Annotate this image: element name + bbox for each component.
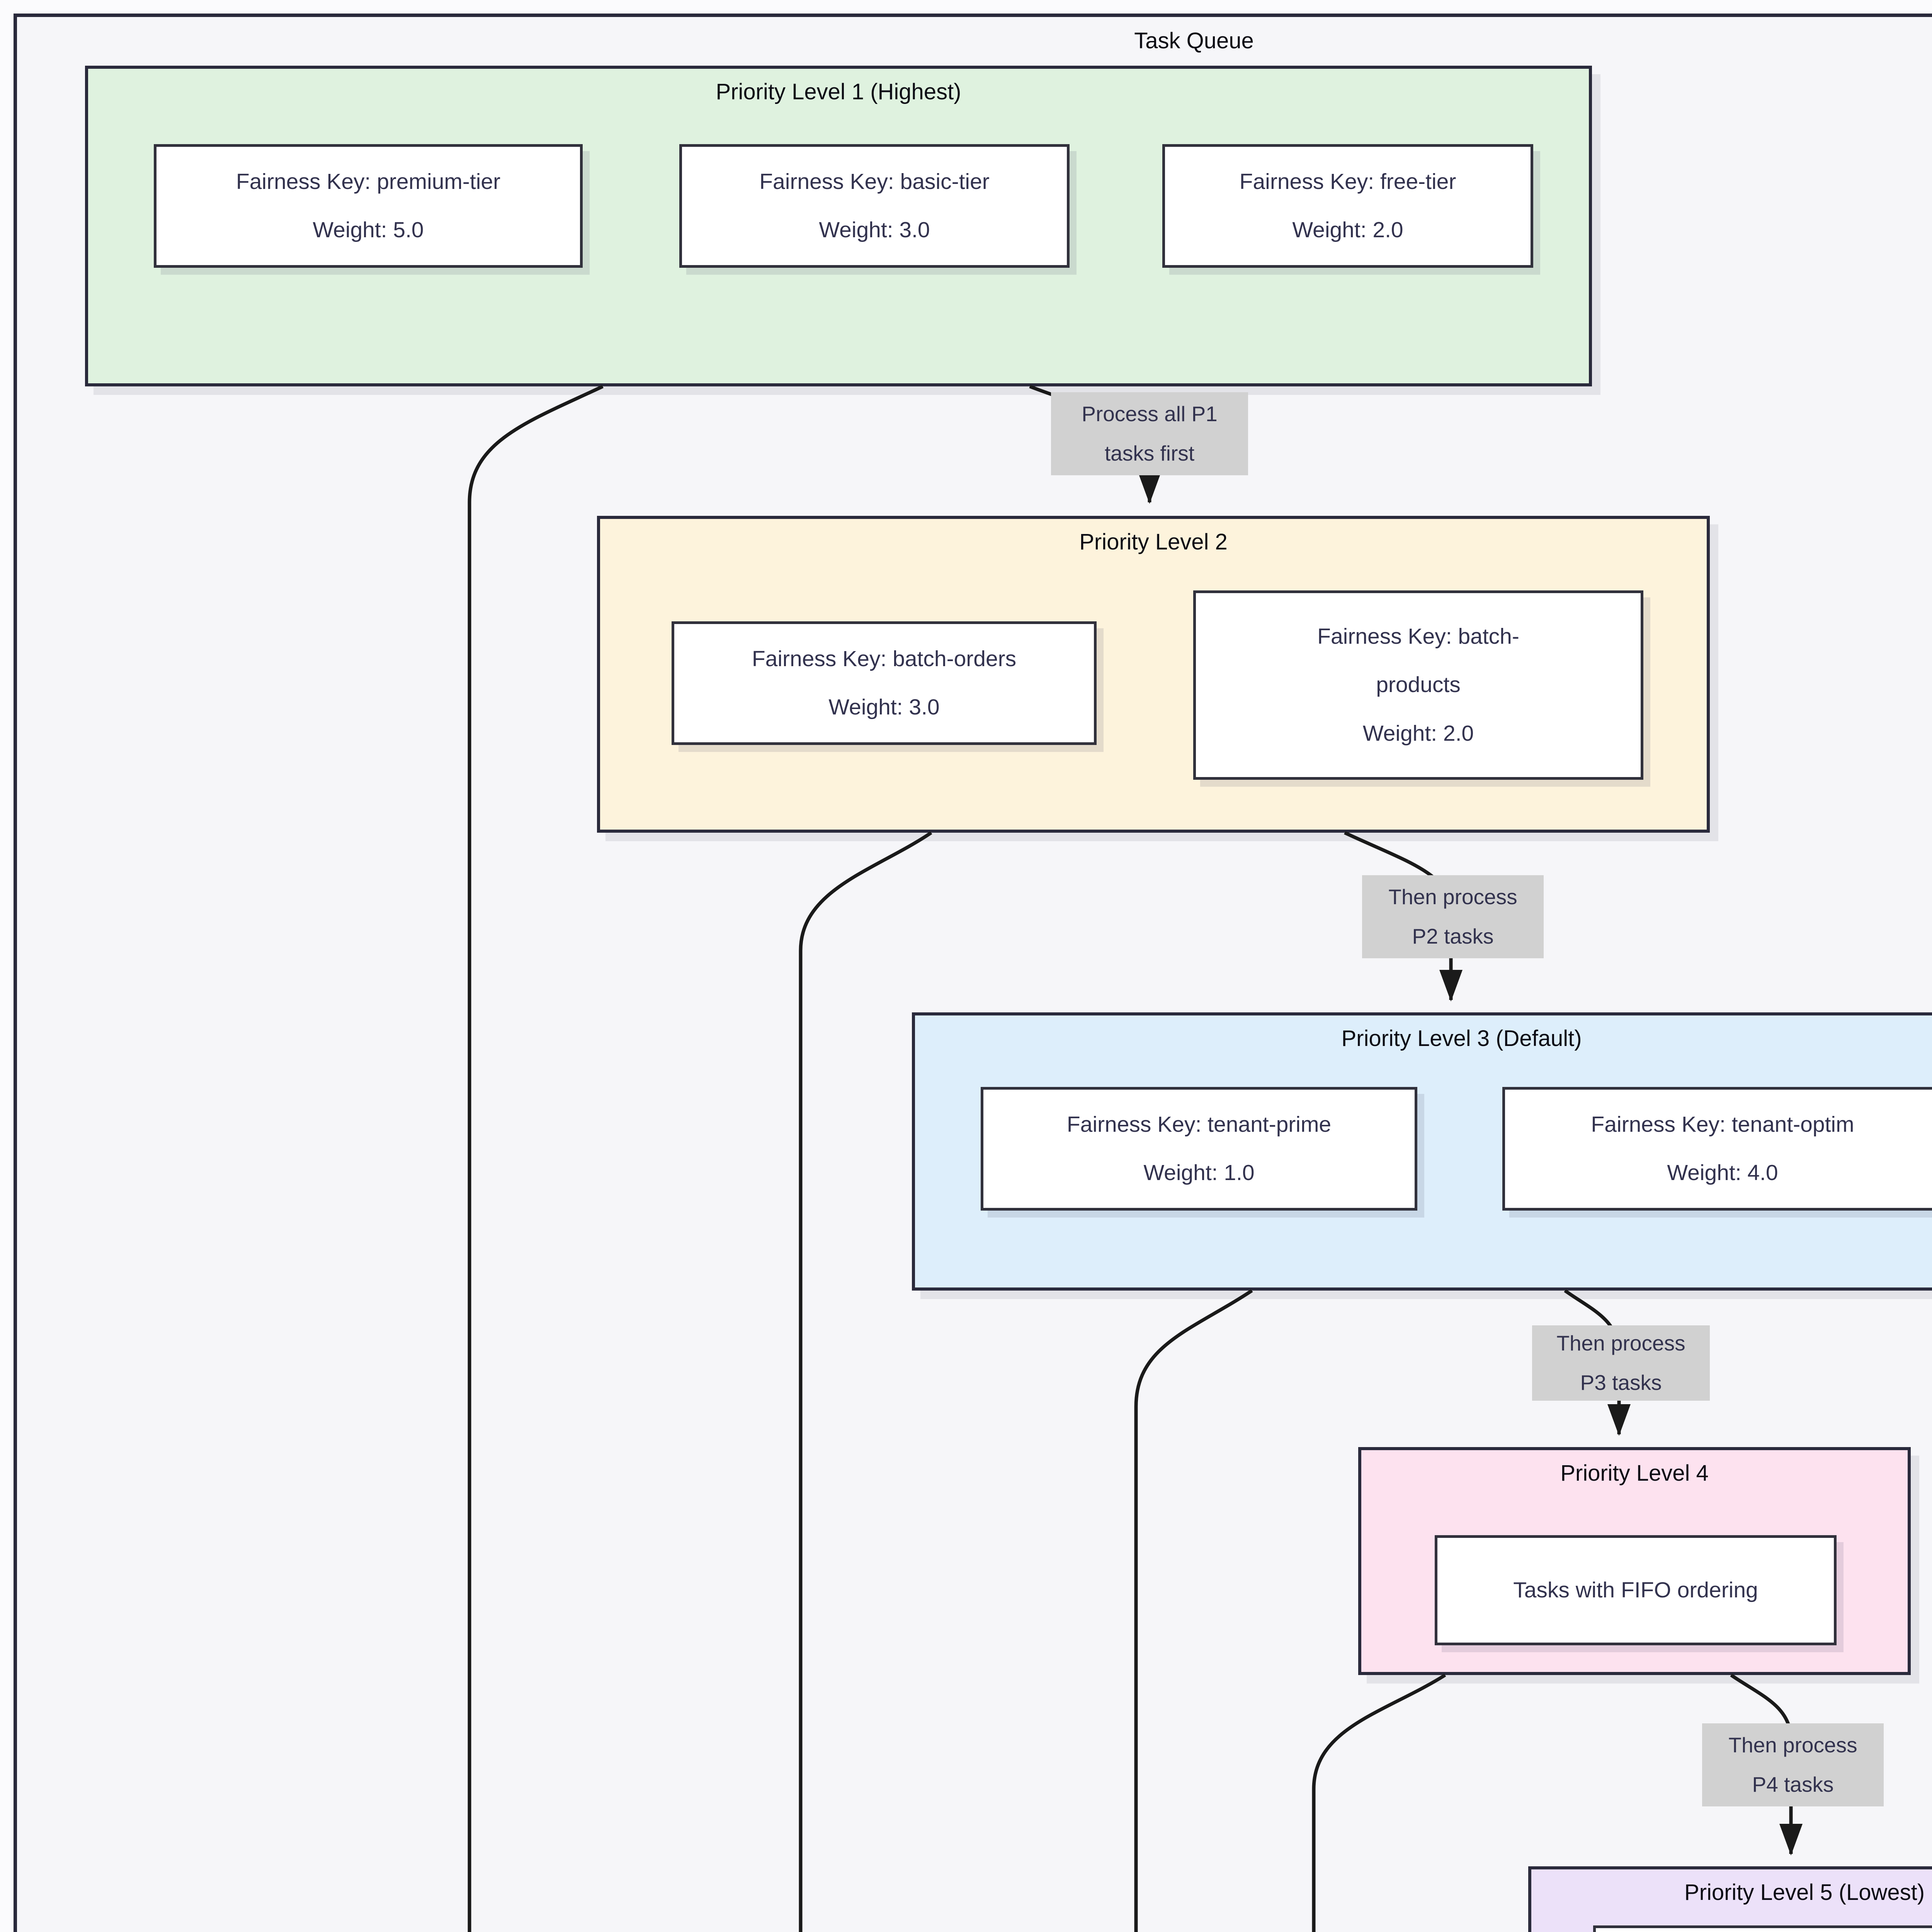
edge-label-process-p1: Process all P1 tasks first <box>1051 392 1248 475</box>
task-node-batch-products: Fairness Key: batch- products Weight: 2.… <box>1193 590 1643 780</box>
task-node-fifo-p4: Tasks with FIFO ordering <box>1435 1535 1837 1645</box>
task-node-basic-tier: Fairness Key: basic-tier Weight: 3.0 <box>679 144 1070 268</box>
task-node-free-tier: Fairness Key: free-tier Weight: 2.0 <box>1162 144 1533 268</box>
cluster-priority-level-4: Priority Level 4 Tasks with FIFO orderin… <box>1358 1447 1911 1675</box>
cluster-title: Priority Level 3 (Default) <box>1341 1026 1582 1051</box>
task-node-batch-orders: Fairness Key: batch-orders Weight: 3.0 <box>672 621 1097 745</box>
task-node-tenant-optim: Fairness Key: tenant-optim Weight: 4.0 <box>1502 1087 1932 1211</box>
cluster-title: Priority Level 5 (Lowest) <box>1684 1880 1925 1905</box>
diagram-title: Task Queue <box>1134 28 1254 53</box>
task-node-premium-tier: Fairness Key: premium-tier Weight: 5.0 <box>154 144 583 268</box>
cluster-title: Priority Level 2 <box>1079 529 1228 554</box>
edge-label-process-p4: Then process P4 tasks <box>1702 1723 1884 1806</box>
cluster-priority-level-2: Priority Level 2 Fairness Key: batch-ord… <box>597 516 1710 833</box>
edge-label-process-p2: Then process P2 tasks <box>1362 875 1544 958</box>
cluster-title: Priority Level 1 (Highest) <box>716 79 961 104</box>
cluster-priority-level-3: Priority Level 3 (Default) Fairness Key:… <box>912 1012 1932 1291</box>
edge-label-process-p3: Then process P3 tasks <box>1532 1325 1710 1401</box>
cluster-priority-level-5: Priority Level 5 (Lowest) Tasks with FIF… <box>1528 1866 1932 1932</box>
task-node-tenant-prime: Fairness Key: tenant-prime Weight: 1.0 <box>981 1087 1417 1211</box>
cluster-priority-level-1: Priority Level 1 (Highest) Fairness Key:… <box>85 66 1592 386</box>
cluster-title: Priority Level 4 <box>1560 1461 1709 1486</box>
task-node-fifo-p5: Tasks with FIFO ordering <box>1593 1925 1932 1932</box>
